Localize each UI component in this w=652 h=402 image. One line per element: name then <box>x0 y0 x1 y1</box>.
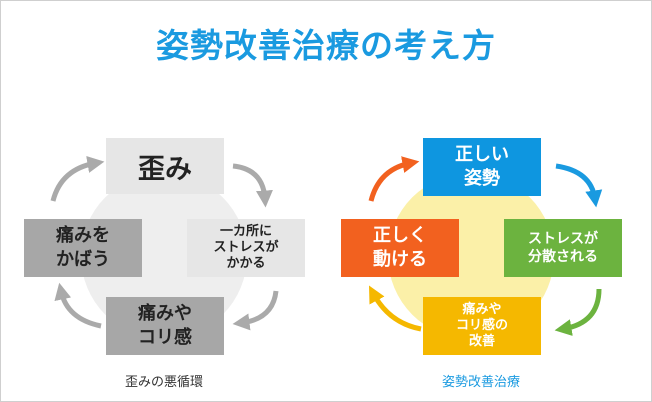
right-box-stress-distributed: ストレスが 分散される <box>504 219 622 277</box>
left-box-pain-stiffness: 痛みや コリ感 <box>106 297 224 355</box>
left-arrow-right-to-bottom <box>232 290 279 331</box>
left-box-distortion: 歪み <box>106 138 224 194</box>
right-box-correct-posture: 正しい 姿勢 <box>423 138 541 196</box>
left-caption: 歪みの悪循環 <box>124 375 203 390</box>
left-arrow-bottom-to-left <box>54 282 102 329</box>
left-box-protect-pain: 痛みを かばう <box>24 219 142 277</box>
right-caption: 姿勢改善治療 <box>441 375 520 390</box>
left-arrow-top-to-right <box>232 163 273 208</box>
right-box-move-correctly: 正しく 動ける <box>341 219 459 277</box>
left-arrow-left-to-top <box>50 156 105 202</box>
right-box-pain-improvement: 痛みや コリ感の 改善 <box>423 297 541 355</box>
right-arrow-right-to-bottom <box>554 288 602 336</box>
right-arrow-top-to-right <box>555 163 603 208</box>
page-title: 姿勢改善治療の考え方 <box>156 26 496 65</box>
right-arrow-left-to-top <box>368 156 420 202</box>
right-arrow-bottom-to-left <box>368 285 422 332</box>
left-box-stress-concentrated: 一カ所に ストレスが かかる <box>187 219 305 277</box>
